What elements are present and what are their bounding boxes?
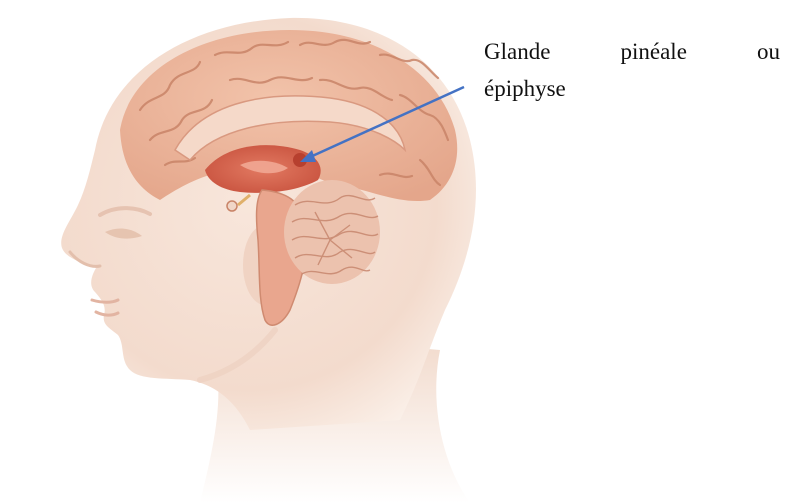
label-word-pineale: pinéale xyxy=(621,33,687,70)
label-line-1: Glande pinéale ou xyxy=(484,33,780,70)
label-word-glande: Glande xyxy=(484,33,550,70)
label-line-2: épiphyse xyxy=(484,70,780,107)
label-word-ou: ou xyxy=(757,33,780,70)
cerebellum xyxy=(284,180,380,284)
pineal-gland-label: Glande pinéale ou épiphyse xyxy=(484,33,780,108)
pituitary xyxy=(227,201,237,211)
